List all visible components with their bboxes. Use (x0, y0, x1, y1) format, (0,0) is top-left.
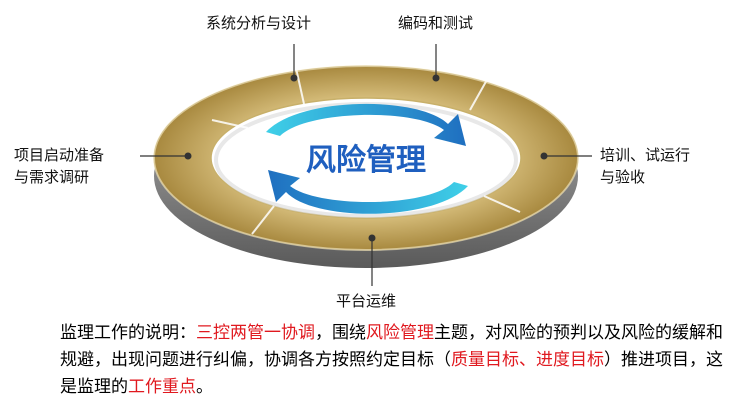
phase-label-top-right: 编码和测试 (398, 14, 474, 32)
ring-segment-dividers (211, 67, 521, 235)
connector-dots (184, 74, 548, 242)
explanation-highlight: 质量目标、进度目标 (451, 350, 604, 370)
explanation-text: 监理工作的说明：三控两管一协调，围绕风险管理主题，对风险的预判以及风险的缓解和规… (60, 320, 732, 401)
explanation-highlight: 工作重点 (128, 377, 196, 397)
arrow-bottom (268, 170, 468, 214)
cycle-arrows (266, 103, 468, 214)
explanation-part: ）推进项目，这是监理的 (60, 350, 723, 397)
explanation-part: 。 (196, 377, 213, 397)
connectors (140, 44, 592, 286)
explanation-part: 主题，对风险的预判以及风险的缓解和规避，出现问题进行纠偏，协调各方按照约定目标（ (60, 323, 723, 370)
phase-label-left: 项目启动准备 与需求调研 (14, 144, 136, 188)
arrow-top (266, 103, 466, 146)
phase-label-left-line1: 项目启动准备 (14, 146, 105, 164)
phase-label-bottom: 平台运维 (336, 292, 397, 310)
center-title: 风险管理 (306, 143, 426, 178)
lifecycle-ring-diagram: 风险管理 (140, 44, 592, 286)
explanation-highlight: 风险管理 (366, 323, 434, 343)
phase-label-right-line2: 与验收 (600, 168, 646, 186)
phase-label-top-left: 系统分析与设计 (206, 14, 312, 32)
phase-label-left-line2: 与需求调研 (14, 168, 90, 186)
explanation-highlight: 三控两管一协调 (196, 323, 315, 343)
explanation-part: ，围绕 (315, 323, 366, 343)
explanation-part: 监理工作的说明： (60, 323, 196, 343)
phase-label-right: 培训、试运行 与验收 (600, 144, 730, 188)
phase-label-right-line1: 培训、试运行 (600, 146, 691, 164)
